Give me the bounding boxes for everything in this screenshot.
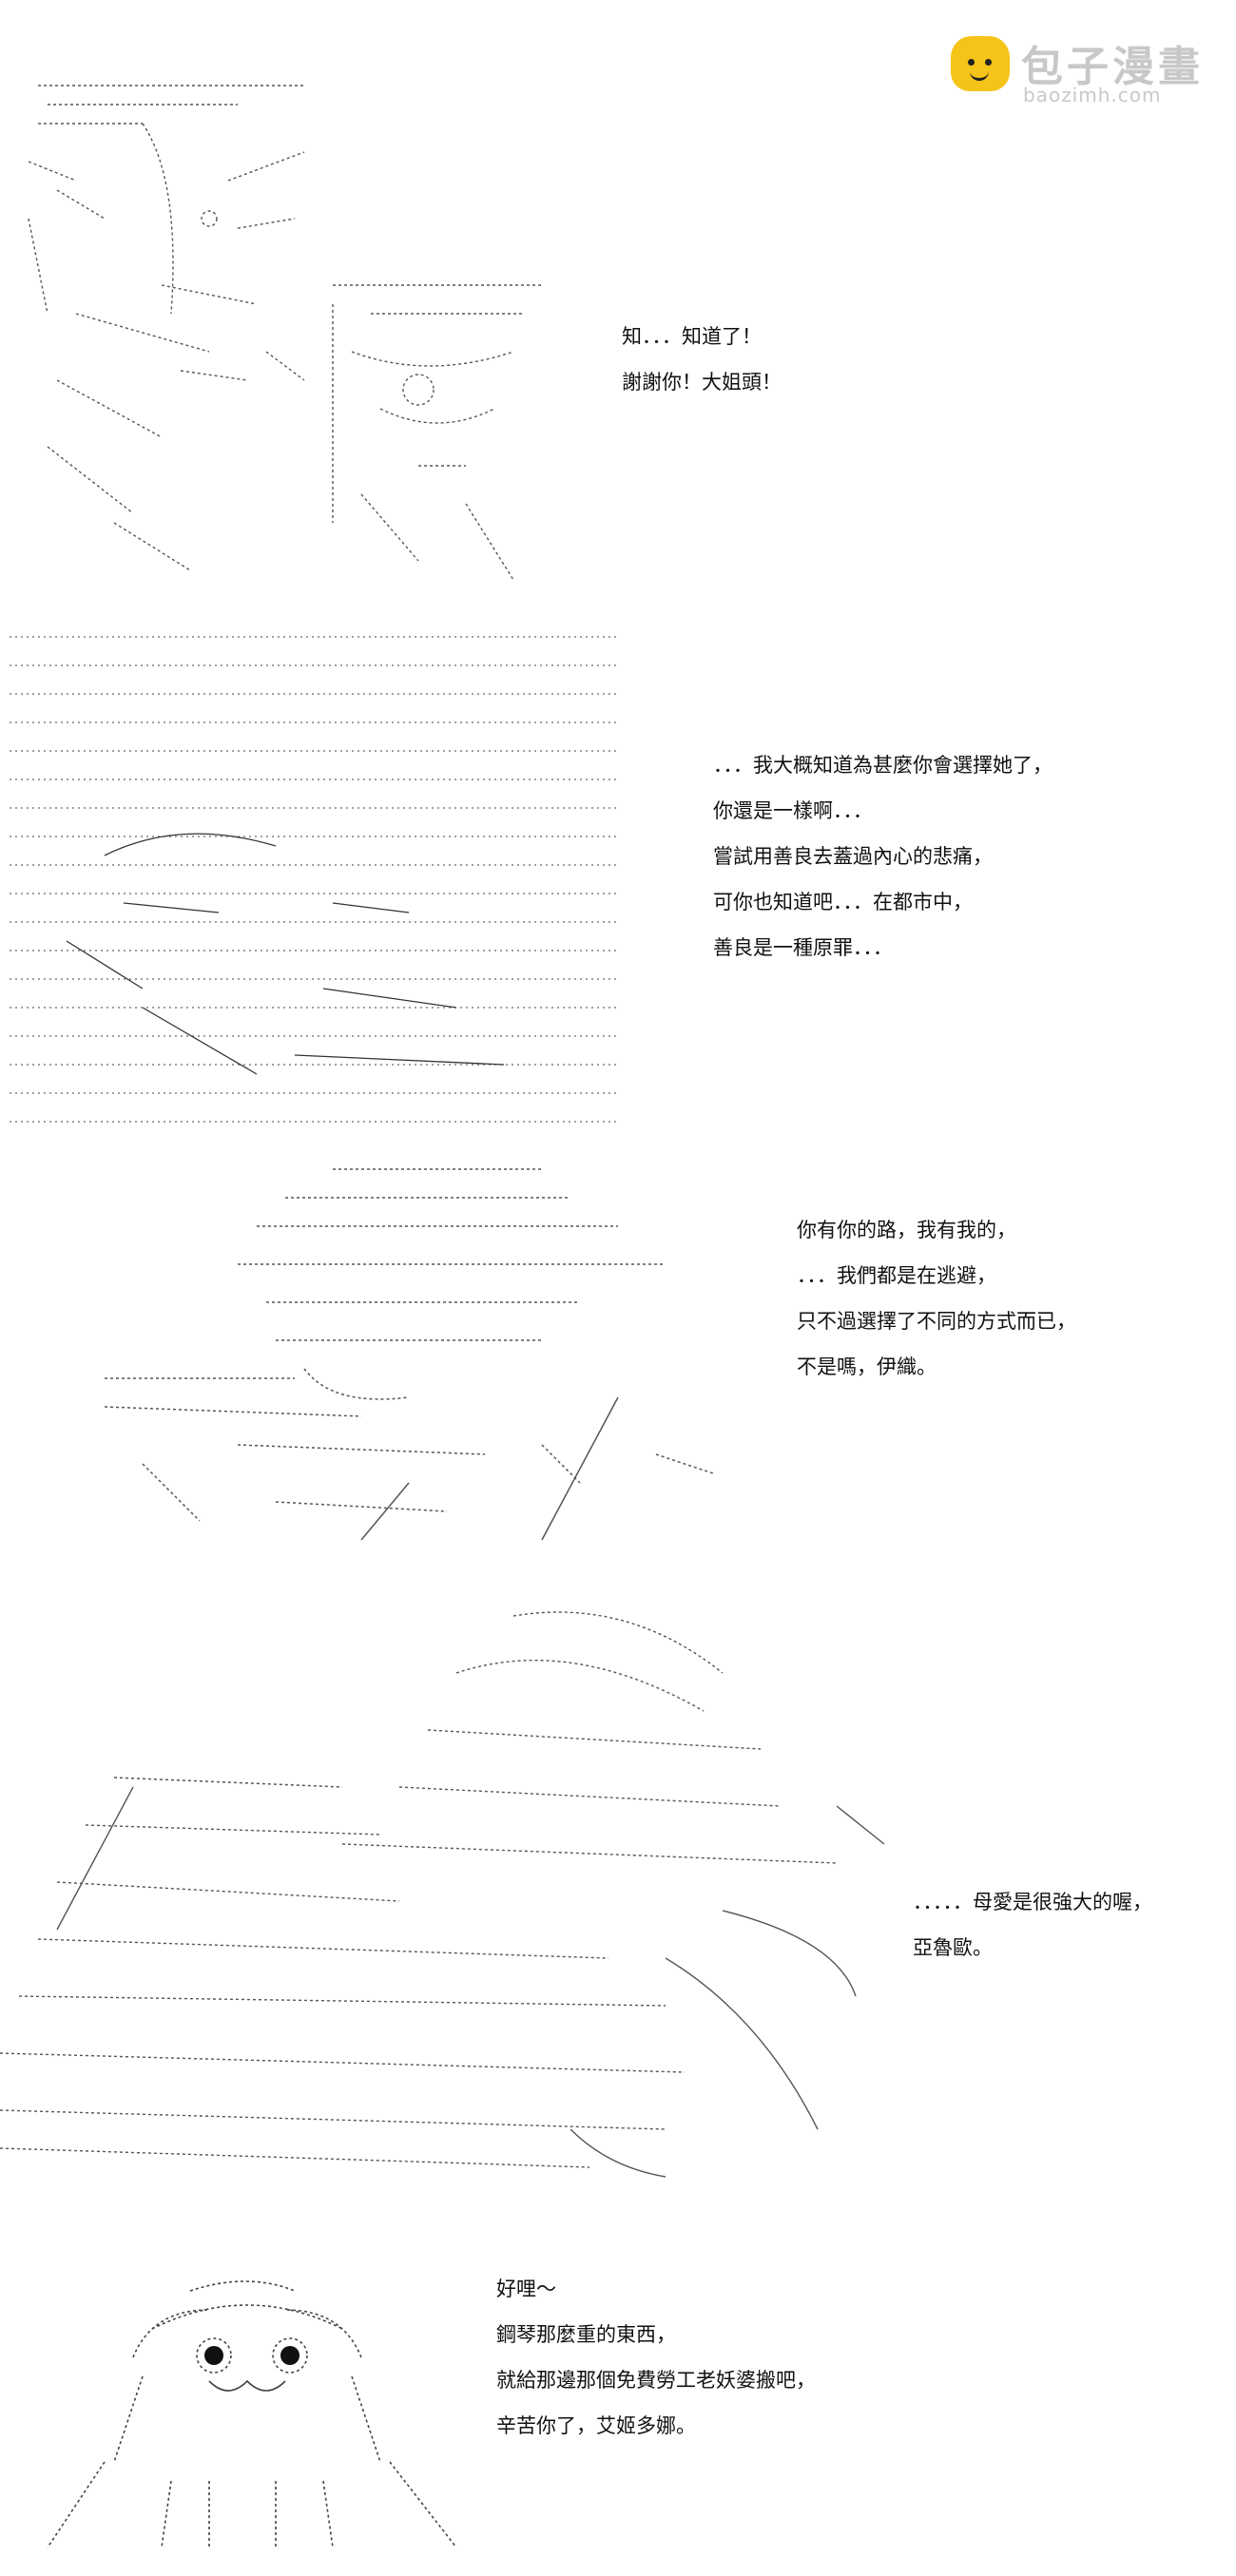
- dialogue-line: ．．．我們都是在逃避，: [797, 1264, 996, 1287]
- panel-3: 你有你的路，我有我的， ．．．我們都是在逃避， 只不過選擇了不同的方式而已， 不…: [0, 1160, 1236, 1578]
- dialogue-line: 好哩～: [496, 2278, 556, 2300]
- ascii-art-tentacle-figure: [0, 1597, 903, 2186]
- watermark-url: baozimh.com: [1023, 84, 1162, 106]
- dialogue-line: 善良是一種原罪．．．: [713, 936, 893, 959]
- dialogue-line: 辛苦你了，艾姬多娜。: [496, 2414, 696, 2437]
- dialogue-line: 知．．．知道了！: [622, 325, 762, 348]
- watermark-title: 包子漫畫: [1021, 43, 1204, 91]
- dialogue-line: 不是嗎，伊織。: [797, 1355, 937, 1378]
- ascii-art-hat-figure: [48, 1160, 742, 1559]
- dialogue-line: ．．．我大概知道為甚麼你會選擇她了，: [713, 754, 1053, 777]
- watermark-logo: 包子漫畫 baozimh.com: [951, 32, 1207, 108]
- panel-4: ．．．．．母愛是很強大的喔， 亞魯歐。: [0, 1597, 1236, 2253]
- dialogue-line: 就給那邊那個免費勞工老妖婆搬吧，: [496, 2369, 816, 2392]
- dialogue-panel-2: ．．．我大概知道為甚麼你會選擇她了， 你還是一樣啊．．． 嘗試用善良去蓋過內心的…: [713, 756, 1053, 984]
- ascii-art-blob-mascot: [19, 2272, 475, 2557]
- dialogue-line: 鋼琴那麼重的東西，: [496, 2323, 676, 2346]
- dialogue-panel-4: ．．．．．母愛是很強大的喔， 亞魯歐。: [913, 1893, 1152, 1984]
- bun-mascot-icon: [951, 36, 1010, 91]
- dialogue-line: 謝謝你！大姐頭！: [622, 371, 782, 394]
- panel-1: 知．．．知道了！ 謝謝你！大姐頭！: [0, 57, 1236, 589]
- dialogue-line: 只不過選擇了不同的方式而已，: [797, 1310, 1076, 1333]
- dialogue-line: 可你也知道吧．．．在都市中，: [713, 891, 973, 913]
- dialogue-panel-5: 好哩～ 鋼琴那麼重的東西， 就給那邊那個免費勞工老妖婆搬吧， 辛苦你了，艾姬多娜…: [496, 2279, 816, 2462]
- dialogue-panel-3: 你有你的路，我有我的， ．．．我們都是在逃避， 只不過選擇了不同的方式而已， 不…: [797, 1221, 1076, 1403]
- panel-5: 好哩～ 鋼琴那麼重的東西， 就給那邊那個免費勞工老妖婆搬吧， 辛苦你了，艾姬多娜…: [0, 2262, 1236, 2566]
- dialogue-line: 你還是一樣啊．．．: [713, 799, 873, 822]
- dialogue-panel-1: 知．．．知道了！ 謝謝你！大姐頭！: [622, 327, 782, 418]
- ascii-art-kneeling-figures: [10, 627, 637, 1141]
- dialogue-line: 嘗試用善良去蓋過內心的悲痛，: [713, 845, 993, 868]
- ascii-art-two-characters: [19, 67, 561, 589]
- dialogue-line: ．．．．．母愛是很強大的喔，: [913, 1891, 1152, 1913]
- dialogue-line: 亞魯歐。: [913, 1936, 993, 1959]
- panel-2: ．．．我大概知道為甚麼你會選擇她了， 你還是一樣啊．．． 嘗試用善良去蓋過內心的…: [0, 618, 1236, 1150]
- dialogue-line: 你有你的路，我有我的，: [797, 1219, 1016, 1241]
